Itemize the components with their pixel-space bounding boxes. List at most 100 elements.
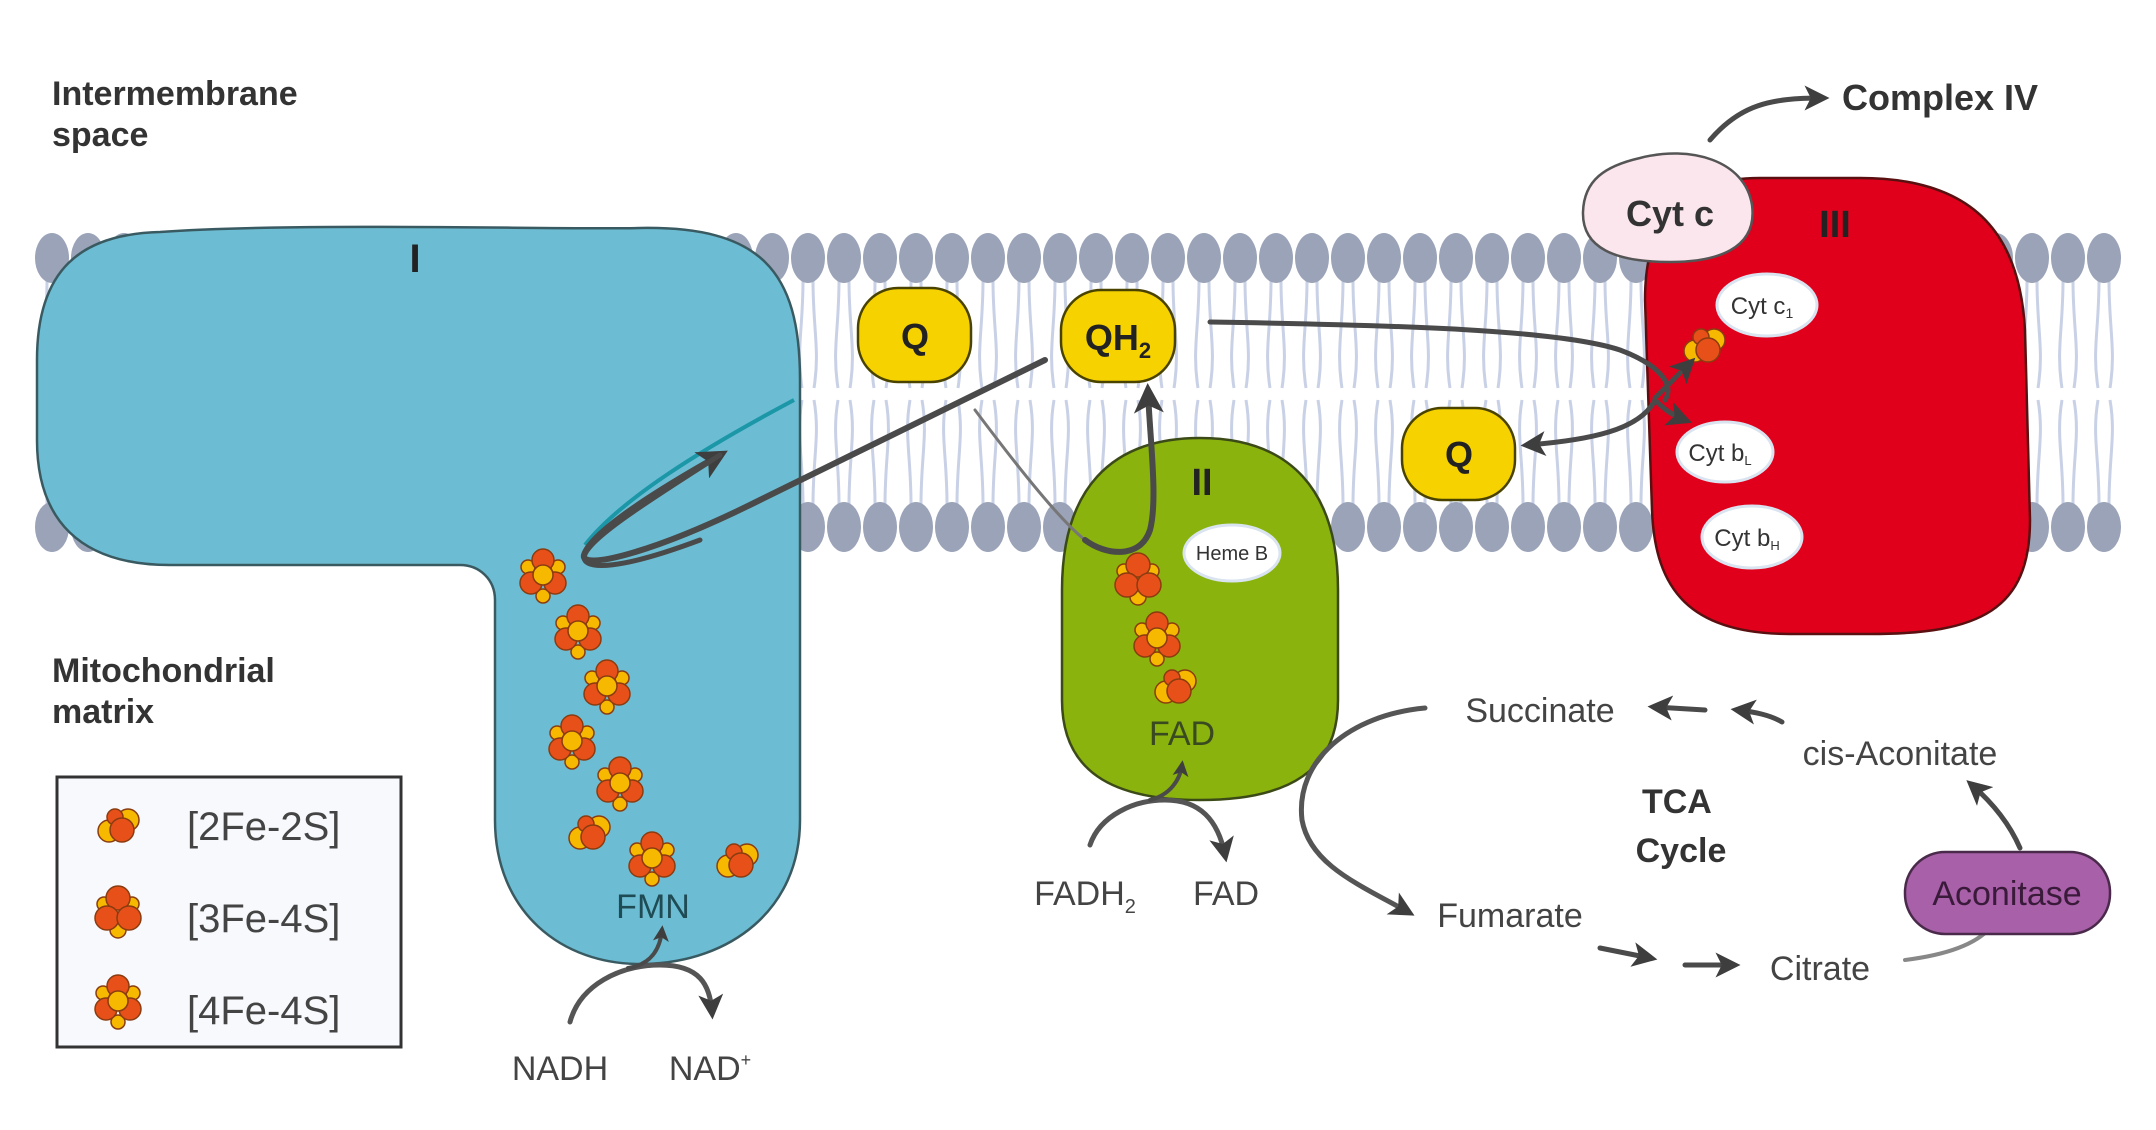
lipid-tail (1027, 279, 1034, 389)
cytochrome-c[interactable]: Cyt c (1581, 152, 1754, 264)
lipid-tail (1374, 279, 1381, 389)
lipid-head (1475, 502, 1509, 552)
nadh-label: NADH (512, 1050, 608, 1088)
heme-b-ellipse (1182, 523, 1282, 583)
lipid-tail (2107, 279, 2114, 389)
complex-i[interactable]: I FMN (35, 225, 802, 966)
lipid-head (1547, 502, 1581, 552)
cyt-bh-label: Cyt bH (1714, 525, 1779, 553)
complex-iii[interactable]: III Cyt c1 Cyt bL Cyt bH (1643, 176, 2032, 636)
lipid-tail (2035, 279, 2042, 389)
lipid-tail (1590, 279, 1597, 389)
lipid-tail (1351, 399, 1358, 506)
complex-iv-label: Complex IV (1842, 77, 2038, 118)
legend-label-3fe4s: [3Fe-4S] (187, 897, 340, 941)
lipid-head (899, 502, 933, 552)
q-right-body (1400, 406, 1517, 502)
lipid-head (1367, 233, 1401, 283)
cyt-c-label: Cyt c (1626, 193, 1714, 234)
lipid-head (1223, 233, 1257, 283)
cyt-c1-label: Cyt c1 (1731, 293, 1794, 321)
lipid-tail (811, 399, 818, 506)
lipid-tail (1567, 399, 1574, 506)
complex-iii-label: III (1819, 204, 1851, 246)
fumarate-label[interactable]: Fumarate (1437, 897, 1583, 935)
lipid-tail (1482, 279, 1489, 389)
lipid-head (863, 233, 897, 283)
succinate-label[interactable]: Succinate (1465, 692, 1614, 730)
arrow-complex-iii-to-q (1520, 397, 1658, 457)
lipid-tail (1446, 279, 1453, 389)
lipid-head (1583, 502, 1617, 552)
lipid-tail (2071, 279, 2078, 389)
lipid-head (1511, 502, 1545, 552)
qh2-label: QH2 (1085, 317, 1151, 363)
lipid-tail (991, 279, 998, 389)
lipid-tail (2058, 279, 2065, 389)
lipid-head (1475, 233, 1509, 283)
nadh-oxidation: NADH NAD+ (512, 925, 751, 1088)
lipid-tail (919, 399, 926, 506)
cis-aconitate-label[interactable]: cis-Aconitate (1803, 735, 1998, 773)
fmn-label: FMN (616, 888, 690, 926)
lipid-tail (847, 279, 854, 389)
legend-label-2fe2s: [2Fe-2S] (187, 805, 340, 849)
lipid-tail (811, 279, 818, 389)
lipid-head (935, 502, 969, 552)
cyt-c-body (1581, 152, 1754, 264)
lipid-head (2051, 233, 2085, 283)
citrate-label[interactable]: Citrate (1770, 950, 1870, 988)
lipid-tail (1639, 399, 1646, 506)
fadh2-label: FADH2 (1034, 875, 1136, 918)
arrow-succinate-through-complex-ii (1298, 705, 1428, 916)
arrow-to-fad (1148, 760, 1189, 802)
lipid-tail (2094, 279, 2101, 389)
aconitase-body (1903, 850, 2112, 936)
fad-internal-label: FAD (1149, 715, 1215, 753)
fad-out-label: FAD (1193, 875, 1259, 913)
complex-ii-body (1060, 436, 1340, 802)
ubiquinol-qh2[interactable]: QH2 (1059, 288, 1177, 384)
lipid-tail (1207, 279, 1214, 389)
lipid-head (1043, 233, 1077, 283)
lipid-tail (1531, 279, 1538, 389)
lipid-head (2051, 502, 2085, 552)
lipid-tail (2035, 399, 2042, 506)
lipid-tail (1590, 399, 1597, 506)
complex-ii[interactable]: II Heme B FAD (1060, 436, 1340, 802)
lipid-tail (1531, 399, 1538, 506)
lipid-head (1439, 502, 1473, 552)
lipid-tail (2094, 399, 2101, 506)
lipid-head (2015, 233, 2049, 283)
lipid-head (899, 233, 933, 283)
lipid-tail (1423, 279, 1430, 389)
complex-ii-label: II (1191, 462, 1212, 504)
arrow-qh2-to-complex-iii (1207, 319, 1671, 403)
arrow-complex-i-loop (581, 452, 723, 568)
lipid-head (1007, 502, 1041, 552)
lipid-head (1547, 233, 1581, 283)
cyt-bl-label: Cyt bL (1688, 440, 1751, 468)
lipid-tail (1050, 279, 1057, 389)
lipid-head (827, 502, 861, 552)
lipid-tail (1387, 399, 1394, 506)
lipid-tail (1567, 279, 1574, 389)
ubiquinone-q-left[interactable]: Q (856, 286, 973, 384)
electron-flow-arrows (580, 85, 1830, 568)
lipid-tail (1315, 279, 1322, 389)
lipid-head (1331, 233, 1365, 283)
lipid-head (1115, 233, 1149, 283)
lipid-head (1079, 233, 1113, 283)
lipid-tail (834, 279, 841, 389)
lipid-head (1403, 502, 1437, 552)
lipid-tail (1387, 279, 1394, 389)
lipid-tail (1518, 279, 1525, 389)
lipid-tail (1603, 279, 1610, 389)
aconitase-enzyme[interactable]: Aconitase (1903, 850, 2112, 936)
lipid-tail (1027, 399, 1034, 506)
lipid-tail (906, 399, 913, 506)
heme-b-label: Heme B (1196, 543, 1268, 565)
lipid-tail (1639, 279, 1646, 389)
lipid-tail (1626, 399, 1633, 506)
ubiquinone-q-right[interactable]: Q (1400, 406, 1517, 502)
